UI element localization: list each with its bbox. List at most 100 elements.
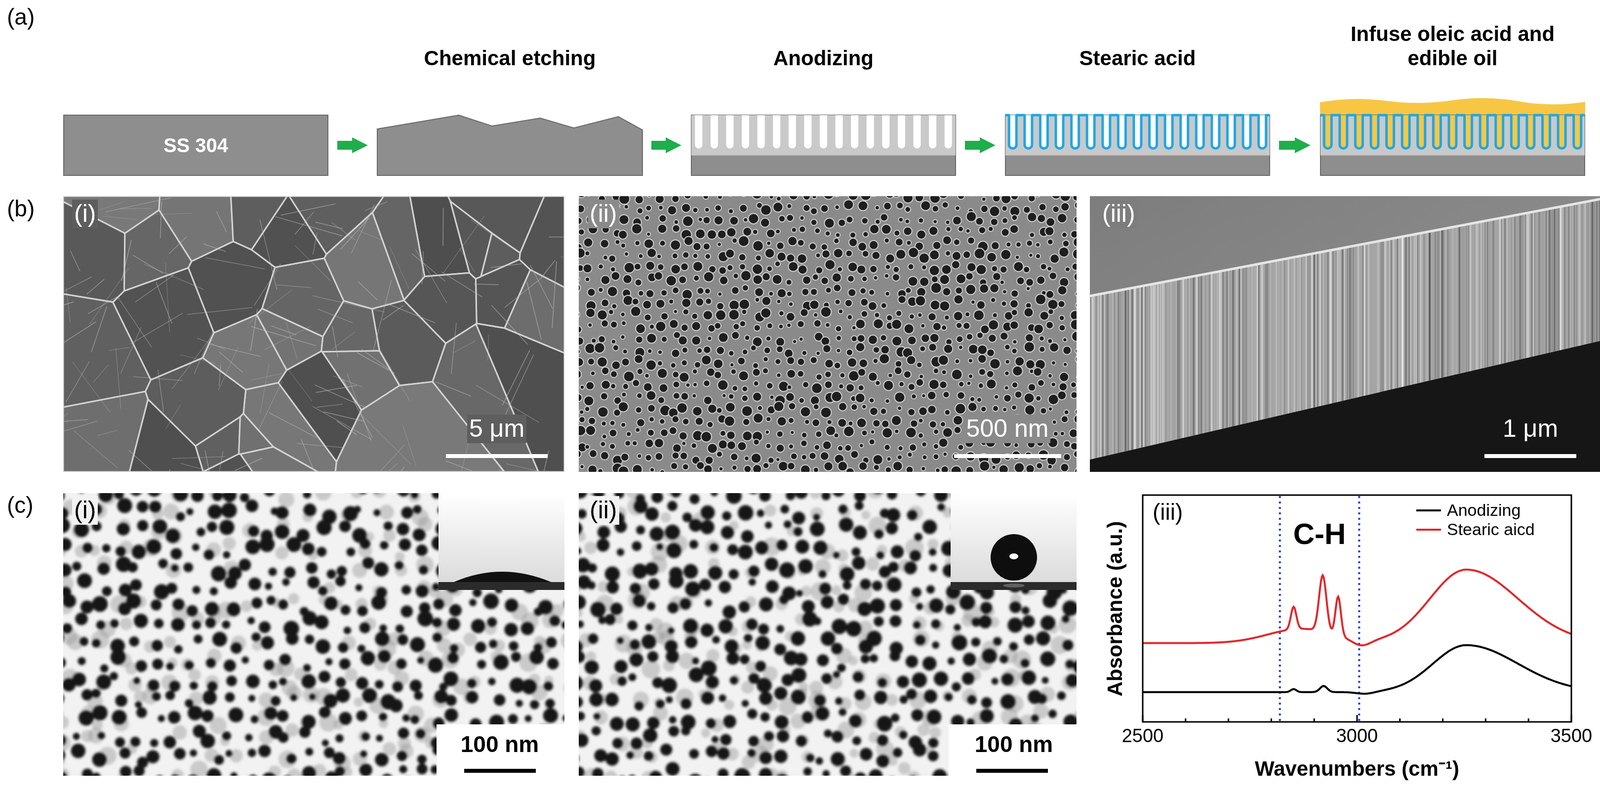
terrace-line <box>502 350 530 406</box>
pore <box>739 204 748 213</box>
terrace-line <box>87 296 118 314</box>
grain <box>123 209 192 291</box>
pore <box>976 331 984 339</box>
pore-channel <box>1229 196 1232 472</box>
pore-channel <box>1212 196 1214 472</box>
pore <box>835 204 840 210</box>
pore-channel <box>1131 196 1133 472</box>
pore <box>1035 196 1041 198</box>
pore <box>657 349 663 355</box>
pore <box>921 393 926 398</box>
terrace-line <box>312 406 372 440</box>
pore <box>268 680 278 689</box>
pore <box>815 430 822 438</box>
pore <box>848 238 858 247</box>
pore-channel <box>1591 196 1594 472</box>
pore-channel <box>1141 196 1143 472</box>
pore <box>511 651 521 662</box>
pore <box>357 605 368 617</box>
pore <box>597 406 608 417</box>
pore <box>620 422 626 428</box>
pore <box>965 283 976 295</box>
pore <box>578 276 580 281</box>
terrace-line <box>358 281 378 301</box>
pore <box>978 226 986 234</box>
pore <box>1026 240 1033 247</box>
pore <box>681 346 688 353</box>
pore <box>810 288 818 296</box>
pore <box>610 266 616 272</box>
grain <box>231 196 288 250</box>
pore-channel <box>1341 196 1343 472</box>
pore <box>786 369 796 379</box>
pore-channel <box>1451 196 1454 472</box>
pore <box>601 420 607 426</box>
pore-channel <box>1377 196 1379 472</box>
pore-channel <box>1300 196 1303 472</box>
pore <box>279 677 288 686</box>
pore <box>991 265 999 272</box>
pore <box>1057 213 1067 223</box>
pore <box>600 380 611 390</box>
pore <box>72 561 81 571</box>
pore-channel <box>1261 196 1264 472</box>
pore <box>897 405 902 411</box>
pore <box>968 344 979 355</box>
pore <box>800 440 807 447</box>
pore <box>691 313 699 320</box>
pore <box>224 575 238 589</box>
pore <box>314 614 329 629</box>
pore <box>447 651 459 664</box>
pore <box>801 454 807 460</box>
pore <box>976 300 986 310</box>
pore <box>873 464 880 471</box>
pore <box>707 229 717 240</box>
pore <box>645 359 657 370</box>
pore <box>895 360 903 368</box>
pore <box>608 254 616 263</box>
pore <box>821 243 828 250</box>
pore-channel <box>1256 196 1259 472</box>
pore <box>721 393 726 398</box>
pore <box>1052 205 1059 213</box>
pore <box>587 322 593 327</box>
pore <box>654 438 664 448</box>
pore <box>206 680 218 691</box>
pore <box>607 286 618 297</box>
pore <box>896 201 904 209</box>
pore <box>135 659 148 672</box>
terrace-line <box>294 245 331 281</box>
pore <box>624 204 629 209</box>
pore <box>615 239 621 245</box>
pore <box>788 402 797 410</box>
pore <box>787 384 792 390</box>
pore <box>941 465 949 472</box>
pore <box>646 390 657 401</box>
haze <box>251 640 262 651</box>
pore <box>897 295 906 304</box>
pore <box>884 238 890 243</box>
pore <box>851 335 858 342</box>
pore <box>776 196 782 201</box>
pore <box>1036 276 1045 285</box>
pore <box>694 361 701 368</box>
pore-channel <box>1316 196 1318 472</box>
pore <box>673 309 678 314</box>
pore <box>115 545 126 557</box>
pore <box>965 272 973 280</box>
pore <box>600 440 606 447</box>
pore <box>861 429 868 436</box>
pore <box>1010 196 1019 200</box>
pore <box>886 456 892 461</box>
terrace-line <box>453 340 476 353</box>
pore <box>680 323 689 332</box>
pore <box>98 492 114 503</box>
pore <box>810 356 818 364</box>
pore-channel <box>1175 196 1178 472</box>
pore <box>259 536 275 552</box>
pore <box>192 585 200 594</box>
pore <box>966 262 976 272</box>
pore <box>869 406 879 416</box>
pore <box>1060 202 1070 211</box>
pore <box>703 396 713 405</box>
